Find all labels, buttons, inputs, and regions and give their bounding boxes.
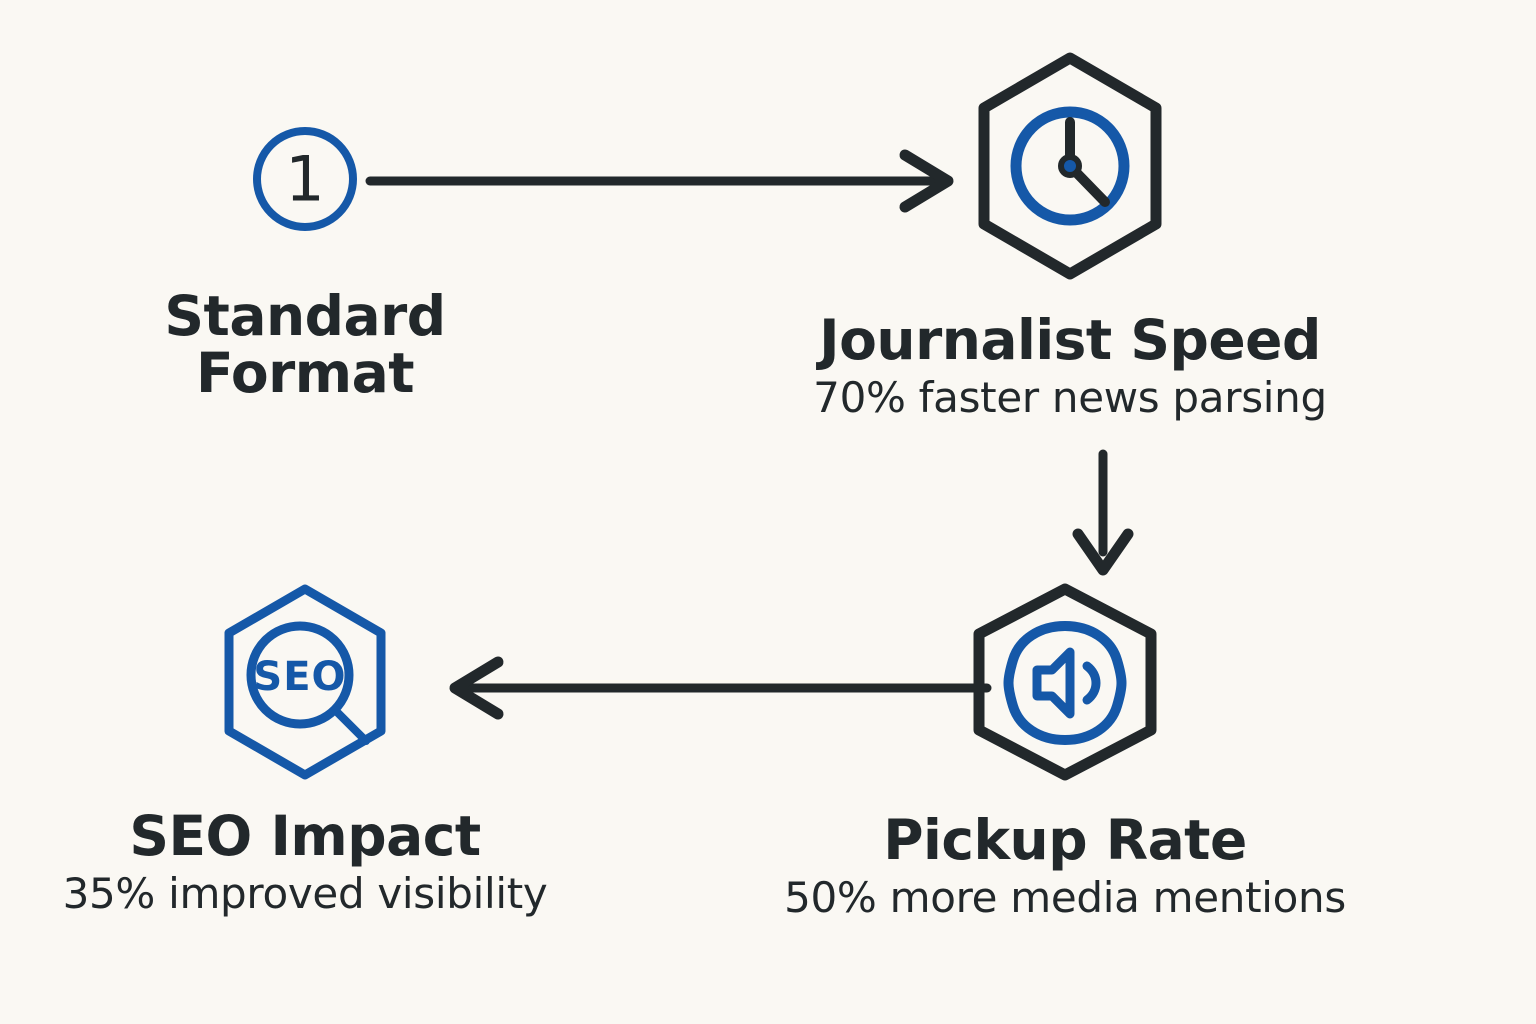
- hexagon-frame: [973, 583, 1157, 781]
- clock-hexagon-icon: [970, 50, 1170, 286]
- seo-magnifier-hexagon-icon: SEO: [214, 582, 396, 786]
- node-title-standard-format: Standard Format: [164, 284, 446, 406]
- node-pickup-rate: Pickup Rate 50% more media mentions: [735, 582, 1395, 921]
- node-title-journalist-speed: Journalist Speed: [819, 308, 1321, 372]
- arrow-standard-to-speed: [365, 149, 954, 213]
- seo-icon-label: SEO: [253, 654, 346, 700]
- node-title-pickup-rate: Pickup Rate: [883, 808, 1247, 872]
- node-subtitle-pickup-rate: 50% more media mentions: [784, 873, 1346, 923]
- hexagon-frame: [978, 52, 1162, 280]
- node-title-seo-impact: SEO Impact: [129, 804, 481, 868]
- node-subtitle-seo-impact: 35% improved visibility: [62, 869, 548, 919]
- speaker-hexagon-icon: [965, 582, 1165, 786]
- node-standard-format: 1 Standard Format: [105, 118, 505, 402]
- badge-number: 1: [285, 143, 324, 216]
- node-journalist-speed: Journalist Speed 70% faster news parsing: [740, 50, 1400, 421]
- node-seo-impact: SEO SEO Impact 35% improved visibility: [63, 582, 548, 917]
- node-subtitle-journalist-speed: 70% faster news parsing: [813, 373, 1327, 423]
- arrow-pickup-to-seo: [449, 656, 992, 720]
- numbered-circle-icon: 1: [244, 118, 366, 244]
- arrow-speed-to-pickup: [1072, 449, 1134, 576]
- hexagon-frame: [224, 584, 386, 780]
